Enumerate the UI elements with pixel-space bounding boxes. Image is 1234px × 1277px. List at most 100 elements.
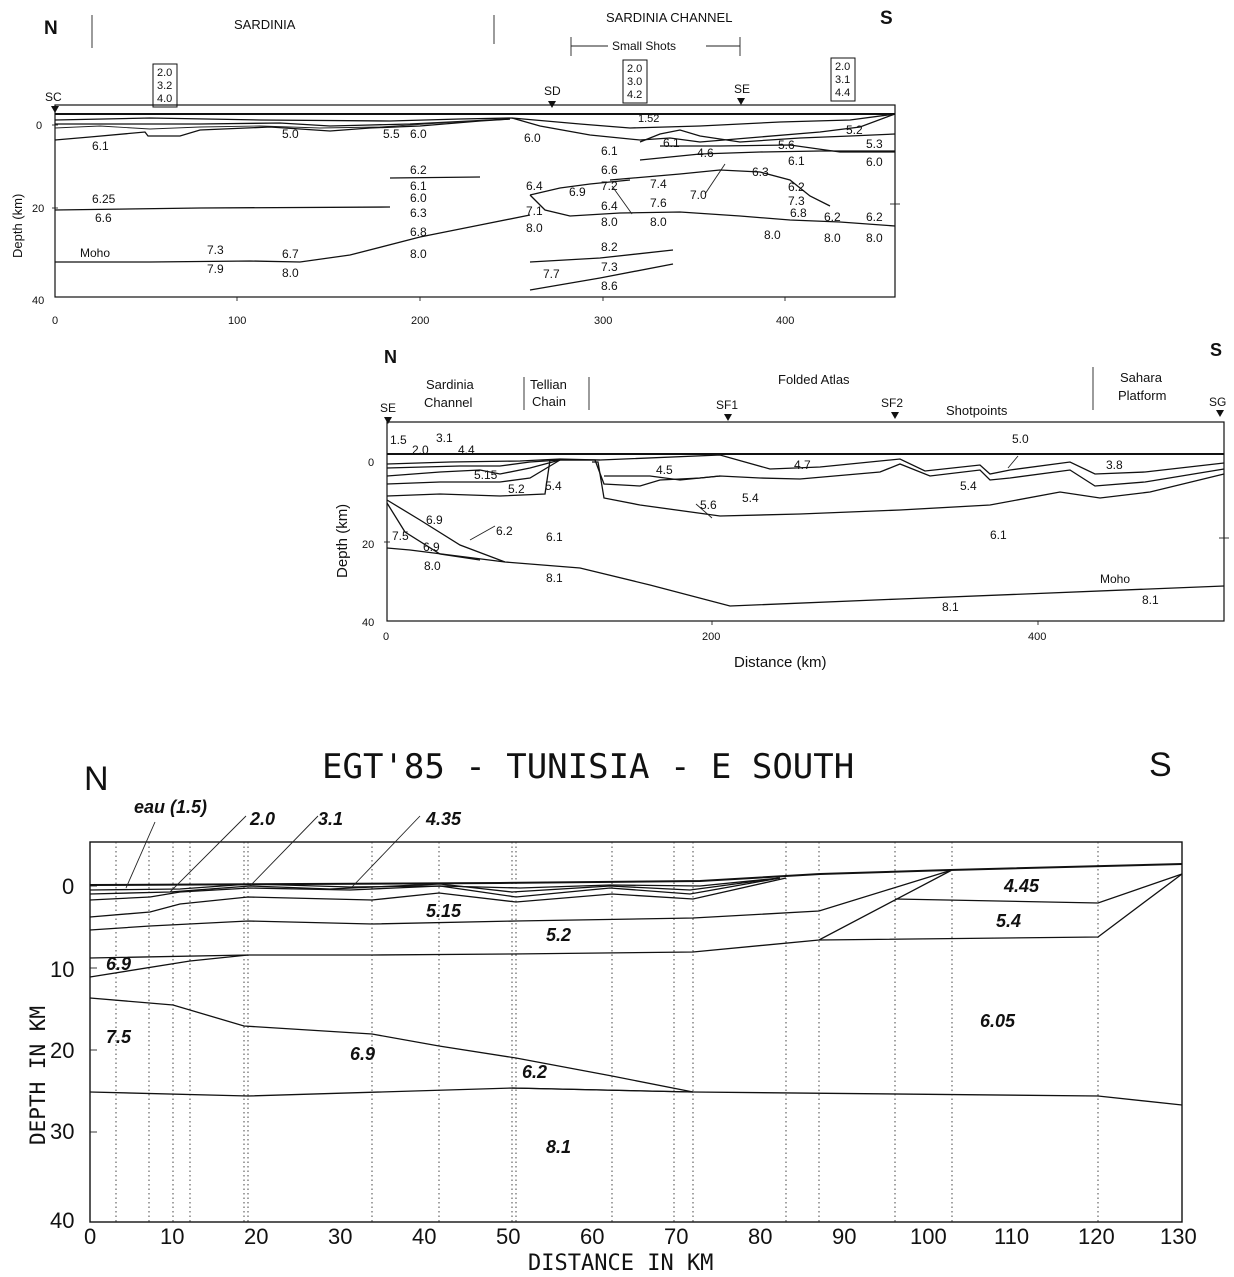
- x-tick: 400: [776, 315, 794, 327]
- velocity-label: 3.8: [1106, 458, 1123, 472]
- velocity-label: 3.1: [436, 431, 453, 445]
- velocity-label: 1.5: [390, 433, 407, 447]
- box-value: 4.2: [627, 89, 642, 101]
- x-tick: 50: [496, 1224, 520, 1249]
- velocity-label: 5.5: [383, 127, 400, 141]
- velocity-label: 5.6: [778, 138, 795, 152]
- x-tick: 20: [244, 1224, 268, 1249]
- velocity-label: 7.6: [650, 196, 667, 210]
- x-axis-label: DISTANCE IN KM: [528, 1251, 713, 1276]
- region-sardinia-channel: SARDINIA CHANNEL: [606, 10, 732, 25]
- velocity-label: 6.6: [95, 211, 112, 225]
- velocity-label: 3.1: [318, 809, 343, 829]
- x-tick: 40: [412, 1224, 436, 1249]
- velocity-label: 8.1: [942, 600, 959, 614]
- panel-title: EGT'85 - TUNISIA - E SOUTH: [322, 747, 854, 787]
- velocity-label: 8.0: [601, 215, 618, 229]
- south-label: S: [1210, 340, 1222, 360]
- panel-3-velocity-labels: eau (1.5) 2.0 3.1 4.35 4.45 5.15 5.2 5.4…: [106, 797, 1040, 1157]
- velocity-label: 7.3: [601, 260, 618, 274]
- region-label: Tellian: [530, 377, 567, 392]
- shotpoint-label: SE: [734, 82, 750, 96]
- y-tick: 20: [32, 203, 44, 215]
- y-tick: 30: [50, 1119, 74, 1144]
- velocity-label: 5.2: [508, 482, 525, 496]
- velocity-label: 7.3: [788, 194, 805, 208]
- velocity-label: 6.0: [524, 131, 541, 145]
- region-label: Chain: [532, 394, 566, 409]
- box-value: 2.0: [835, 61, 850, 73]
- velocity-label: 1.52: [638, 113, 659, 125]
- velocity-label: 8.6: [601, 279, 618, 293]
- velocity-label: 6.3: [410, 206, 427, 220]
- velocity-label: 8.1: [1142, 593, 1159, 607]
- velocity-label: 4.45: [1003, 876, 1040, 896]
- x-tick: 200: [702, 631, 720, 643]
- north-label: N: [84, 760, 109, 798]
- velocity-label: 7.7: [543, 267, 560, 281]
- panel-3-plot-frame: [89, 841, 1183, 1223]
- velocity-label: 6.2: [410, 163, 427, 177]
- north-label: N: [384, 347, 397, 367]
- shotpoint-label: SF1: [716, 398, 738, 412]
- south-label: S: [1149, 746, 1172, 784]
- velocity-label: 5.4: [960, 479, 977, 493]
- velocity-label: 7.5: [392, 529, 409, 543]
- region-label: Folded Atlas: [778, 372, 850, 387]
- panel-2-plot-frame: [386, 421, 1225, 622]
- south-label: S: [880, 8, 893, 29]
- velocity-label: 4.5: [656, 463, 673, 477]
- region-label: Sahara: [1120, 370, 1163, 385]
- velocity-label: 6.7: [282, 247, 299, 261]
- velocity-label: 6.1: [92, 139, 109, 153]
- y-axis-label: Depth (km): [334, 504, 351, 578]
- velocity-label: 5.4: [742, 491, 759, 505]
- small-shots-label: Small Shots: [612, 39, 676, 53]
- velocity-label: 5.0: [1012, 432, 1029, 446]
- water-velocity-label: eau (1.5): [134, 797, 207, 817]
- velocity-label: 5.15: [474, 468, 498, 482]
- velocity-label: 6.1: [601, 144, 618, 158]
- velocity-label: 7.2: [601, 179, 618, 193]
- receiver-lines: [115, 842, 1099, 1222]
- velocity-label: 2.0: [412, 443, 429, 457]
- panel-2-tunisia-section: N S Sardinia Channel Tellian Chain Folde…: [334, 340, 1229, 671]
- velocity-label: 6.1: [663, 136, 680, 150]
- y-tick: 0: [36, 120, 42, 132]
- region-label: Sardinia: [426, 377, 474, 392]
- panel-1-velocity-labels: 6.1 5.0 5.5 6.0 6.0 1.52 6.1 6.1 4.6 5.6…: [80, 113, 883, 293]
- x-tick: 400: [1028, 631, 1046, 643]
- velocity-label: 7.3: [207, 243, 224, 257]
- box-value: 3.2: [157, 80, 172, 92]
- y-tick: 0: [62, 874, 74, 899]
- y-axis-label: Depth (km): [10, 194, 25, 258]
- velocity-label: 5.3: [866, 137, 883, 151]
- velocity-label: 6.2: [824, 210, 841, 224]
- velocity-label: 6.4: [526, 179, 543, 193]
- velocity-label: 4.7: [794, 458, 811, 472]
- x-tick: 100: [228, 315, 246, 327]
- velocity-label: 6.3: [752, 165, 769, 179]
- velocity-label: 6.6: [601, 163, 618, 177]
- panel-1-sardinia-section: N S SARDINIA SARDINIA CHANNEL Small Shot…: [10, 8, 900, 327]
- velocity-label: 6.9: [426, 513, 443, 527]
- x-tick: 300: [594, 315, 612, 327]
- velocity-label: 4.6: [697, 146, 714, 160]
- x-tick: 100: [910, 1224, 947, 1249]
- velocity-label: 6.1: [990, 528, 1007, 542]
- x-tick: 0: [52, 315, 58, 327]
- velocity-label: 8.0: [764, 228, 781, 242]
- x-tick: 80: [748, 1224, 772, 1249]
- x-tick: 110: [994, 1224, 1029, 1249]
- velocity-label: 8.0: [282, 266, 299, 280]
- velocity-label: 7.4: [650, 177, 667, 191]
- velocity-label: 4.35: [425, 809, 462, 829]
- region-label: Platform: [1118, 388, 1166, 403]
- velocity-label: 5.6: [700, 498, 717, 512]
- velocity-label: 6.8: [410, 225, 427, 239]
- y-tick: 20: [50, 1038, 74, 1063]
- box-value: 3.0: [627, 76, 642, 88]
- box-value: 2.0: [627, 63, 642, 75]
- velocity-label: 8.0: [410, 247, 427, 261]
- x-tick: 200: [411, 315, 429, 327]
